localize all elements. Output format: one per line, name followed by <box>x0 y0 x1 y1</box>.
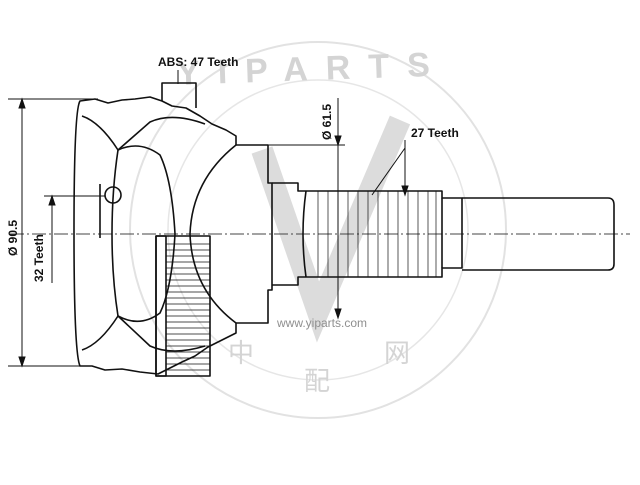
outer-bell-housing <box>73 96 273 375</box>
teeth-27-arrow <box>401 185 409 197</box>
watermark-char-3: 网 <box>384 338 410 368</box>
inner-cavity-bottom <box>81 315 206 352</box>
dim-90-arrow-top <box>18 97 26 109</box>
dim-90-arrow-bottom <box>18 356 26 368</box>
watermark-outer-ring <box>129 41 507 419</box>
watermark: YIPARTS www.yiparts.com 中 配 网 <box>129 41 507 419</box>
abs-boss <box>161 82 197 108</box>
dim-61-arrow-top <box>334 135 342 147</box>
dim-61-arrow-bottom <box>334 308 342 320</box>
inner-teeth-label: 32 Teeth <box>32 234 46 282</box>
shaft-collar-curve <box>302 190 307 278</box>
bell-mouth <box>189 144 237 324</box>
abs-teeth <box>166 243 210 371</box>
dim-32-arrow <box>48 194 56 206</box>
shaft-diameter-label: Ø 61.5 <box>320 104 334 140</box>
outer-diameter-label: Ø 90.5 <box>6 220 20 256</box>
cage-lower <box>117 233 176 323</box>
ball-bearing <box>104 186 122 204</box>
teeth-27-leader <box>371 147 406 196</box>
inner-cavity-top <box>81 115 206 151</box>
abs-teeth-label: ABS: 47 Teeth <box>158 55 238 69</box>
watermark-inner-ring <box>167 79 469 381</box>
cage-upper <box>117 145 176 235</box>
splined-stub-shaft <box>272 182 463 286</box>
watermark-char-2: 配 <box>304 366 330 396</box>
abs-ring-flange <box>155 235 167 377</box>
inner-race <box>111 149 119 317</box>
threaded-end <box>462 197 615 271</box>
outer-teeth-label: 27 Teeth <box>411 126 459 140</box>
watermark-char-1: 中 <box>228 338 254 368</box>
abs-ring <box>155 235 211 377</box>
watermark-url: www.yiparts.com <box>276 316 367 330</box>
shaft-splines <box>317 191 437 277</box>
watermark-brand: YIPARTS <box>176 45 448 92</box>
watermark-v-logo <box>251 115 411 343</box>
